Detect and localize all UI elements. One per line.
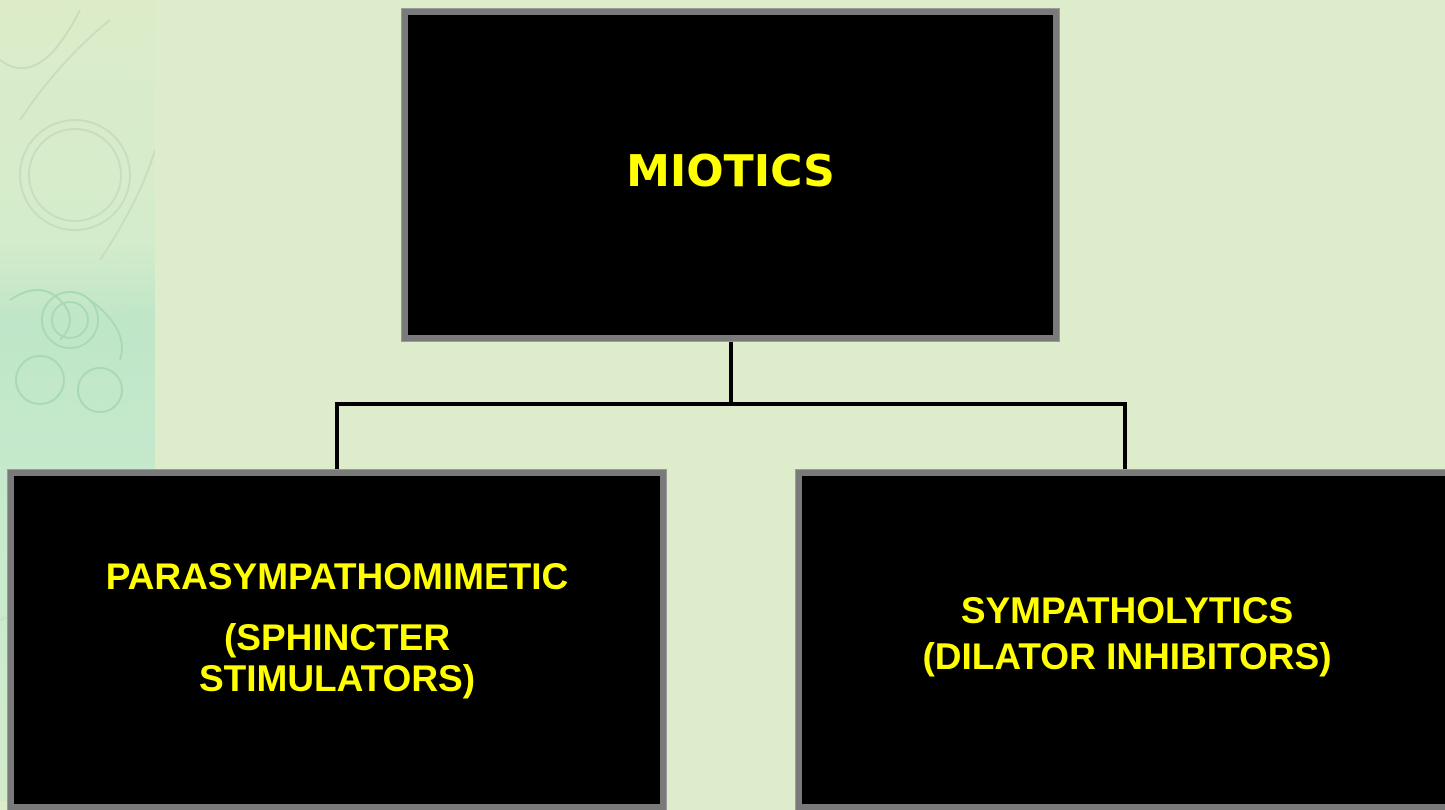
root-node-label: MIOTICS	[626, 145, 835, 197]
child-node-title: PARASYMPATHOMIMETIC	[105, 556, 569, 597]
child-node-subtitle-line2: STIMULATORS)	[198, 657, 476, 699]
child-node-parasympathomimetic: PARASYMPATHOMIMETIC (SPHINCTER STIMULATO…	[8, 470, 666, 810]
root-node-miotics: MIOTICS	[402, 9, 1059, 341]
child-node-subtitle-line1: (SPHINCTER	[223, 617, 451, 658]
child-node-title: SYMPATHOLYTICS	[960, 590, 1294, 631]
child-node-subtitle: (DILATOR INHIBITORS)	[922, 636, 1332, 678]
child-node-sympatholytics: SYMPATHOLYTICS (DILATOR INHIBITORS)	[796, 470, 1445, 810]
